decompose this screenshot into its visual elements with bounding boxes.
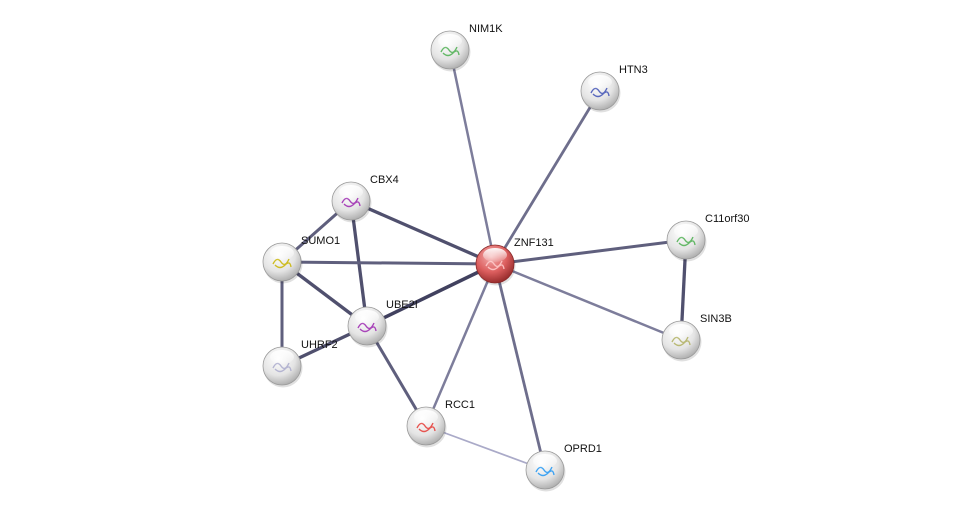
node-highlight <box>674 224 698 238</box>
protein-structure-icon <box>535 466 555 477</box>
node-RCC1[interactable]: RCC1 <box>406 399 475 448</box>
node-label: UHRF2 <box>301 339 338 351</box>
node-highlight <box>483 248 507 262</box>
node-highlight <box>533 454 557 468</box>
node-OPRD1[interactable]: OPRD1 <box>525 443 602 492</box>
edge-SIN3B-ZNF131[interactable] <box>494 262 682 342</box>
node-C11orf30[interactable]: C11orf30 <box>666 213 749 262</box>
protein-structure-icon <box>272 258 292 269</box>
protein-structure-icon <box>485 260 505 271</box>
node-highlight <box>355 310 379 324</box>
node-HTN3[interactable]: HTN3 <box>580 64 648 113</box>
edge-CBX4-ZNF131[interactable] <box>350 199 496 266</box>
protein-structure-icon <box>272 362 292 373</box>
protein-structure-icon <box>341 197 361 208</box>
node-highlight <box>669 324 693 338</box>
node-label: OPRD1 <box>564 443 602 455</box>
node-UBE2I[interactable]: UBE2I <box>347 299 418 348</box>
protein-structure-icon <box>416 422 436 433</box>
node-SUMO1[interactable]: SUMO1 <box>262 235 340 284</box>
protein-structure-icon <box>676 236 696 247</box>
edge-OPRD1-ZNF131[interactable] <box>493 263 547 471</box>
node-label: RCC1 <box>445 399 475 411</box>
node-label: SIN3B <box>700 313 732 325</box>
edge-HTN3-ZNF131[interactable] <box>493 90 602 265</box>
node-highlight <box>438 34 462 48</box>
edge-SUMO1-ZNF131[interactable] <box>281 260 496 266</box>
node-label: NIM1K <box>469 23 503 35</box>
node-SIN3B[interactable]: SIN3B <box>661 313 732 362</box>
node-highlight <box>339 185 363 199</box>
node-highlight <box>270 246 294 260</box>
protein-structure-icon <box>440 46 460 57</box>
protein-structure-icon <box>357 322 377 333</box>
node-CBX4[interactable]: CBX4 <box>331 174 399 223</box>
node-highlight <box>588 75 612 89</box>
node-label: UBE2I <box>386 299 418 311</box>
node-NIM1K[interactable]: NIM1K <box>430 23 503 72</box>
node-highlight <box>270 350 294 364</box>
edge-RCC1-ZNF131[interactable] <box>424 263 497 427</box>
protein-structure-icon <box>590 87 610 98</box>
edge-NIM1K-ZNF131[interactable] <box>448 49 497 265</box>
node-highlight <box>414 410 438 424</box>
node-UHRF2[interactable]: UHRF2 <box>262 339 338 388</box>
node-label: C11orf30 <box>705 213 749 225</box>
edge-C11orf30-ZNF131[interactable] <box>494 238 687 266</box>
edge-UBE2I-ZNF131[interactable] <box>366 262 496 328</box>
node-label: HTN3 <box>619 64 648 76</box>
node-label: SUMO1 <box>301 235 340 247</box>
node-ZNF131[interactable]: ZNF131 <box>475 237 554 286</box>
protein-structure-icon <box>671 336 691 347</box>
node-label: CBX4 <box>370 174 399 186</box>
node-label: ZNF131 <box>514 237 554 249</box>
edge-RCC1-OPRD1[interactable] <box>425 425 546 471</box>
